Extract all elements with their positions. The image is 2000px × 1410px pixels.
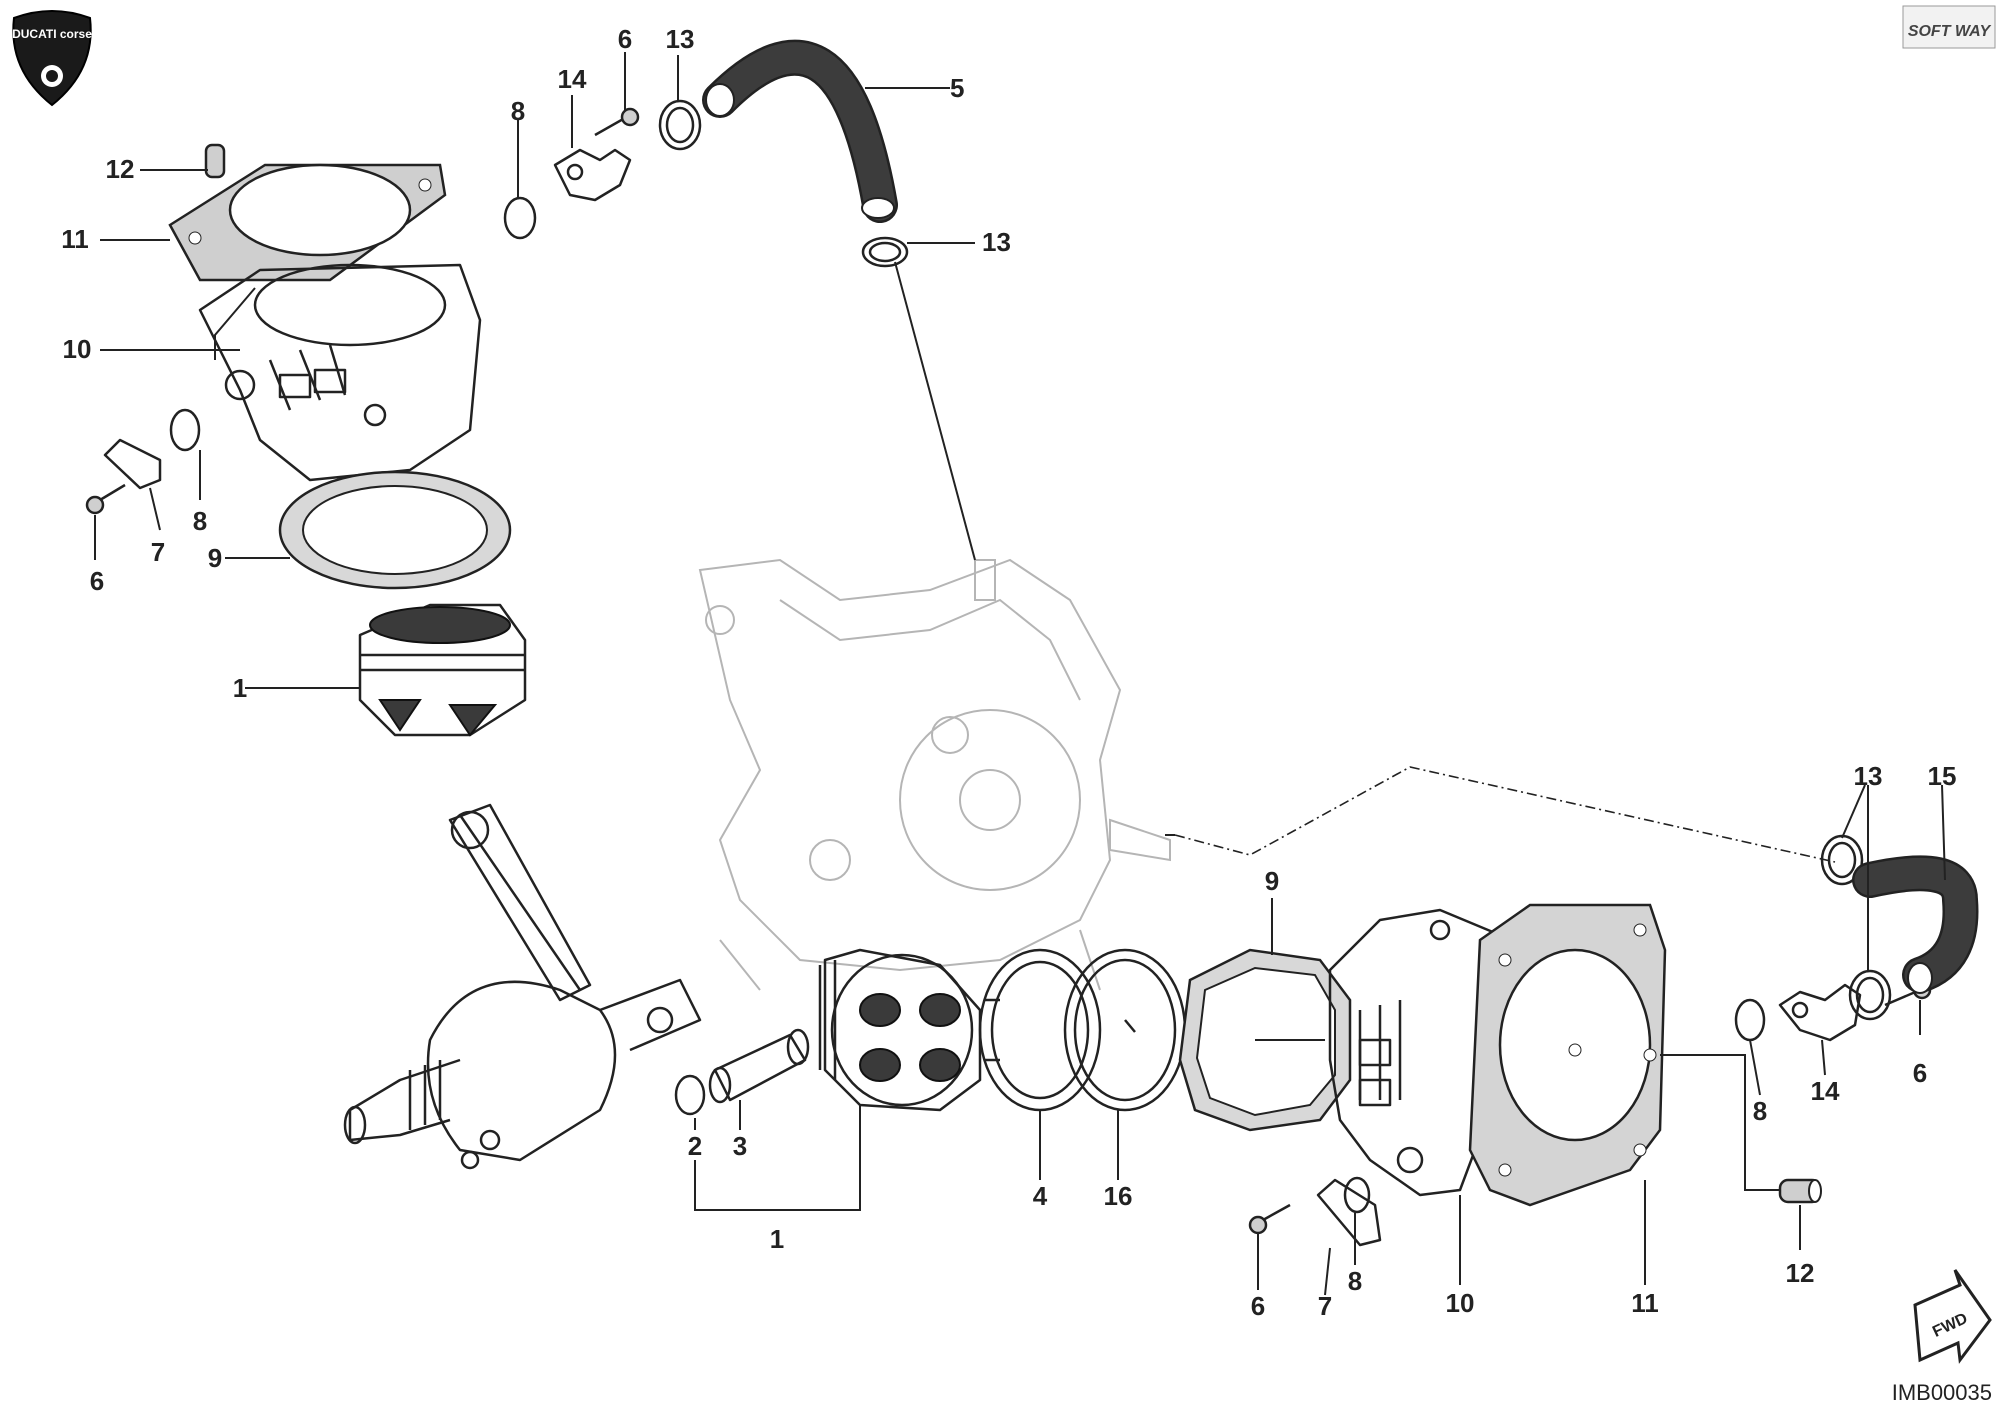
softway-logo-text: SOFT WAY <box>1908 23 1992 40</box>
coolant-hose-bottom <box>1852 855 1979 994</box>
callout-6-bottom-b: 6 <box>1251 1291 1265 1321</box>
hose-clamp-top-b-inner <box>868 241 902 263</box>
callout-11-top: 11 <box>61 224 89 254</box>
water-union-bottom <box>1778 983 1862 1042</box>
hose-clamp-bottom-b <box>1848 969 1892 1021</box>
head-gasket-top <box>168 163 447 282</box>
piston-top <box>358 603 527 737</box>
bolt-top-right <box>594 107 640 137</box>
hose-clamp-top-a-inner <box>665 106 695 144</box>
callout-14-top: 14 <box>558 64 587 94</box>
callout-16: 16 <box>1104 1181 1133 1211</box>
piston-bottom <box>818 948 982 1112</box>
dowel-pin-top <box>204 143 226 179</box>
engine-crankcase-ghost <box>698 558 1171 991</box>
head-gasket-bottom <box>1468 903 1667 1207</box>
oring-bottom-left <box>1343 1176 1371 1214</box>
hose-clamp-top-a <box>658 99 702 151</box>
callout-1-top: 1 <box>233 673 247 703</box>
callout-12-top: 12 <box>106 154 135 184</box>
callout-7-top: 7 <box>151 537 165 567</box>
cylinder-top <box>198 263 482 482</box>
bolt-bottom-left <box>1248 1203 1291 1235</box>
hose-clamp-bottom-b-inner <box>1855 976 1885 1014</box>
callout-1-bottom: 1 <box>770 1224 784 1254</box>
softway-logo: SOFT WAY <box>1902 5 1996 49</box>
dowel-pin-bottom <box>1778 1178 1822 1204</box>
oring-top-left <box>169 408 201 452</box>
bolt-top-left <box>85 483 126 515</box>
oring-bottom-right <box>1734 998 1766 1042</box>
image-code: IMB00035 <box>1892 1380 1992 1405</box>
hose-clamp-top-b <box>861 236 909 268</box>
callout-7-bottom: 7 <box>1318 1291 1332 1321</box>
callout-10-bottom: 10 <box>1446 1288 1475 1318</box>
callout-5: 5 <box>950 73 964 103</box>
callout-6-bottom-a: 6 <box>1913 1058 1927 1088</box>
ducati-corse-logo: DUCATI corse <box>12 10 92 107</box>
callout-13-top-a: 13 <box>666 24 695 54</box>
callout-9-top: 9 <box>208 543 222 573</box>
callouts-bottom: 2 3 1 4 16 9 13 15 8 14 6 6 7 8 10 11 12 <box>688 761 1957 1321</box>
callout-15: 15 <box>1928 761 1957 791</box>
hose-clamp-bottom-a-inner <box>1827 841 1857 879</box>
leader-lines-top <box>94 52 975 689</box>
cylinder-bottom <box>1328 908 1502 1197</box>
coolant-hose-top <box>702 39 898 223</box>
callout-10-top: 10 <box>63 334 92 364</box>
callout-8-bottom-b: 8 <box>1348 1266 1362 1296</box>
callout-8-top-b: 8 <box>193 506 207 536</box>
callout-12-bottom: 12 <box>1786 1258 1815 1288</box>
fwd-arrow-icon: FWD <box>1913 1269 1992 1364</box>
ducati-logo-text: DUCATI corse <box>12 27 92 41</box>
cover-plate-top <box>103 438 162 490</box>
base-gasket-top <box>278 470 512 590</box>
circlip <box>674 1074 706 1116</box>
callout-6-top-a: 6 <box>618 24 632 54</box>
crankshaft-conrod <box>343 803 702 1170</box>
callout-8-bottom-a: 8 <box>1753 1096 1767 1126</box>
water-union-top <box>553 148 632 202</box>
oring-top-right <box>503 196 537 240</box>
piston-pin <box>708 1028 810 1104</box>
oil-control-ring <box>1063 948 1187 1112</box>
callout-13-bottom: 13 <box>1854 761 1883 791</box>
callout-13-top-b: 13 <box>982 227 1011 257</box>
base-gasket-bottom <box>1178 948 1352 1132</box>
callout-2: 2 <box>688 1131 702 1161</box>
callout-8-top-a: 8 <box>511 96 525 126</box>
connection-line-bottom <box>1174 766 1836 863</box>
callout-14-bottom: 14 <box>1811 1076 1840 1106</box>
connection-line-top <box>894 261 976 561</box>
callout-9-bottom: 9 <box>1265 866 1279 896</box>
callout-4: 4 <box>1033 1181 1048 1211</box>
callout-11-bottom: 11 <box>1631 1288 1659 1318</box>
callout-6-top-b: 6 <box>90 566 104 596</box>
callout-3: 3 <box>733 1131 747 1161</box>
leader-lines-bottom <box>694 784 1946 1296</box>
cover-plate-bottom <box>1316 1178 1382 1247</box>
callouts-top: 12 11 10 8 14 6 13 5 13 8 7 6 9 1 <box>61 24 1011 703</box>
